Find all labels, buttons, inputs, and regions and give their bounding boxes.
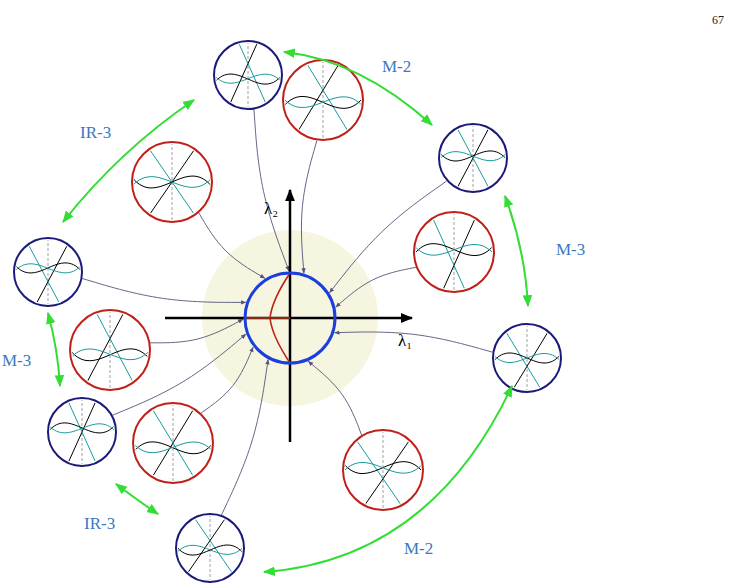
phase-portrait — [436, 124, 511, 192]
transition-label: M-3 — [556, 241, 585, 258]
transition-arrow — [48, 313, 60, 386]
transition-arrow — [505, 196, 528, 306]
axis-label: λ₁ — [398, 332, 412, 349]
leader-line — [301, 141, 316, 274]
page-number: 67 — [712, 14, 724, 26]
axis-line — [165, 317, 412, 320]
phase-portrait — [66, 310, 154, 390]
leader-line — [308, 361, 361, 435]
transition-label: M-2 — [382, 58, 411, 75]
phase-portrait — [45, 398, 120, 466]
leader-line — [82, 279, 245, 303]
phase-portrait — [129, 403, 217, 483]
leader-line — [221, 360, 268, 515]
transition-label: IR-3 — [80, 124, 111, 141]
leader-line — [199, 213, 265, 278]
transition-arrow — [264, 386, 512, 572]
leader-line — [150, 319, 243, 343]
transition-label: M-3 — [2, 352, 31, 369]
leader-line — [201, 347, 253, 413]
transition-arrow — [284, 52, 432, 125]
phase-portrait — [410, 212, 498, 292]
transition-arrow — [116, 484, 158, 514]
transition-label: IR-3 — [84, 515, 115, 532]
parameter-circle — [245, 273, 335, 363]
axis-line — [289, 190, 292, 442]
phase-portrait — [211, 41, 286, 109]
leader-line — [254, 109, 289, 271]
phase-portrait — [490, 324, 565, 392]
transition-arrow — [63, 100, 194, 222]
phase-portrait — [173, 514, 248, 582]
leader-line — [336, 267, 416, 307]
phase-portrait — [339, 430, 427, 510]
bifurcation-curve — [245, 317, 290, 319]
transition-label: M-2 — [404, 540, 433, 557]
phase-portrait — [128, 142, 216, 222]
phase-portrait — [11, 238, 86, 306]
leader-line — [335, 332, 493, 352]
axis-label: λ₂ — [264, 200, 278, 217]
